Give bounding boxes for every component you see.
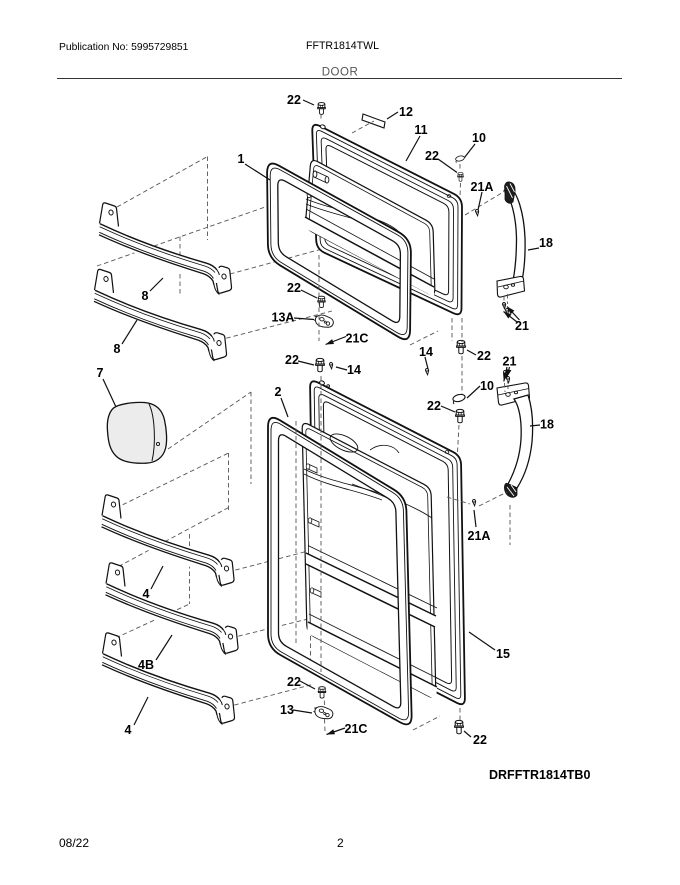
svg-text:22: 22 xyxy=(287,675,301,689)
svg-text:2: 2 xyxy=(275,385,282,399)
svg-text:8: 8 xyxy=(114,342,121,356)
svg-text:7: 7 xyxy=(97,366,104,380)
svg-text:8: 8 xyxy=(142,289,149,303)
svg-text:21A: 21A xyxy=(468,529,491,543)
svg-text:4: 4 xyxy=(125,723,132,737)
svg-text:18: 18 xyxy=(539,236,553,250)
svg-text:22: 22 xyxy=(287,93,301,107)
svg-text:15: 15 xyxy=(496,647,510,661)
svg-text:DOOR: DOOR xyxy=(322,67,359,79)
svg-text:22: 22 xyxy=(477,349,491,363)
svg-text:08/22: 08/22 xyxy=(59,836,89,850)
svg-text:21A: 21A xyxy=(471,180,494,194)
svg-text:FFTR1814TWL: FFTR1814TWL xyxy=(306,40,379,52)
svg-text:4B: 4B xyxy=(138,658,154,672)
svg-text:22: 22 xyxy=(425,149,439,163)
svg-text:22: 22 xyxy=(285,353,299,367)
svg-text:2: 2 xyxy=(337,836,344,850)
svg-text:21C: 21C xyxy=(346,332,369,346)
svg-text:10: 10 xyxy=(472,131,486,145)
svg-text:14: 14 xyxy=(419,345,433,359)
svg-text:Publication No: 5995729851: Publication No: 5995729851 xyxy=(59,42,189,53)
svg-text:21: 21 xyxy=(503,355,517,369)
svg-text:22: 22 xyxy=(427,399,441,413)
svg-text:21C: 21C xyxy=(345,722,368,736)
svg-text:11: 11 xyxy=(414,123,427,137)
svg-text:18: 18 xyxy=(540,418,554,432)
svg-text:13A: 13A xyxy=(272,311,295,325)
svg-text:14: 14 xyxy=(347,363,361,377)
svg-text:DRFFTR1814TB0: DRFFTR1814TB0 xyxy=(489,768,590,782)
svg-text:13: 13 xyxy=(280,703,294,717)
svg-text:12: 12 xyxy=(399,105,413,119)
svg-text:22: 22 xyxy=(473,733,487,747)
svg-text:22: 22 xyxy=(287,281,301,295)
svg-text:10: 10 xyxy=(480,379,494,393)
svg-text:21: 21 xyxy=(515,319,529,333)
svg-text:4: 4 xyxy=(143,587,150,601)
svg-text:1: 1 xyxy=(238,152,245,166)
